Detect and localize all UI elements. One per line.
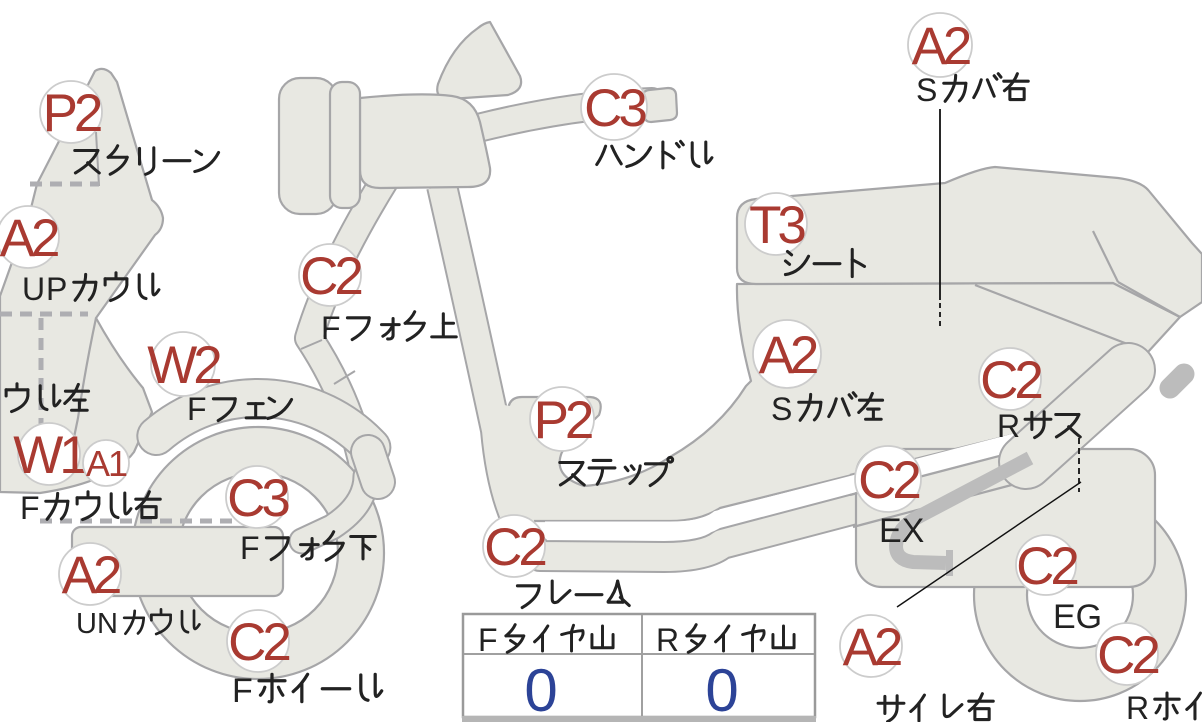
svg-text:C2: C2: [980, 351, 1041, 410]
svg-text:T3: T3: [749, 196, 805, 255]
svg-text:P2: P2: [43, 84, 101, 143]
svg-text:EG: EG: [1053, 598, 1102, 636]
svg-text:P: P: [46, 271, 67, 307]
svg-text:F: F: [20, 490, 40, 526]
svg-text:0: 0: [705, 657, 738, 722]
svg-text:P2: P2: [534, 391, 592, 450]
svg-text:U: U: [22, 271, 45, 307]
svg-text:F: F: [187, 391, 207, 427]
svg-text:0: 0: [524, 657, 557, 722]
svg-text:C2: C2: [1016, 537, 1077, 596]
svg-text:F: F: [321, 310, 341, 346]
svg-text:A1: A1: [86, 443, 127, 484]
svg-text:C3: C3: [584, 79, 646, 138]
svg-text:R: R: [1126, 690, 1149, 722]
svg-text:A2: A2: [912, 17, 970, 76]
svg-text:U: U: [76, 608, 97, 640]
svg-text:C2: C2: [858, 451, 919, 510]
svg-text:W2: W2: [147, 336, 220, 395]
svg-text:R: R: [997, 408, 1020, 444]
svg-text:N: N: [97, 608, 118, 640]
svg-text:S: S: [771, 391, 792, 427]
svg-text:C2: C2: [484, 518, 545, 577]
svg-text:R: R: [656, 622, 679, 658]
svg-text:F: F: [240, 530, 260, 566]
svg-text:A2: A2: [62, 546, 120, 605]
svg-text:A2: A2: [0, 209, 58, 268]
svg-text:F: F: [232, 672, 253, 710]
svg-text:S: S: [916, 72, 937, 108]
svg-text:W1: W1: [13, 426, 86, 485]
svg-text:EX: EX: [879, 512, 924, 550]
svg-text:A2: A2: [843, 618, 901, 677]
svg-text:C2: C2: [300, 247, 361, 306]
svg-text:F: F: [478, 622, 498, 658]
svg-text:C3: C3: [227, 469, 289, 528]
svg-text:A2: A2: [759, 326, 817, 385]
svg-text:C2: C2: [1097, 626, 1158, 685]
svg-text:C2: C2: [228, 613, 289, 672]
